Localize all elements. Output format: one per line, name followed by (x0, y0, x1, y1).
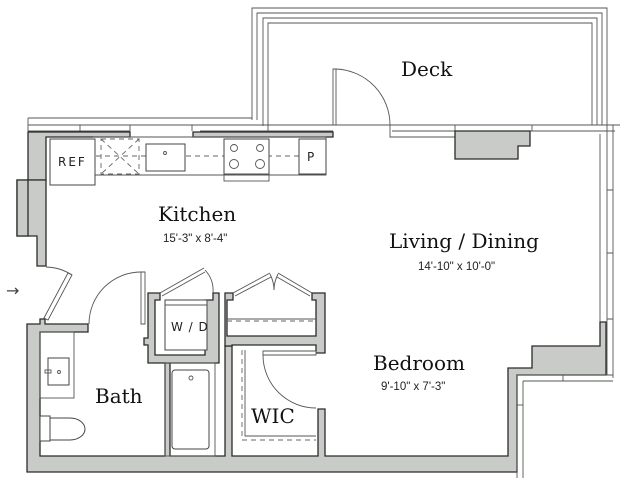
bath-vanity (39, 331, 75, 399)
deck-door[interactable] (332, 68, 455, 138)
entry-door[interactable] (43, 266, 73, 321)
room-label-living-dining: Living / Dining (389, 229, 539, 253)
stove (223, 138, 270, 182)
walls (16, 130, 607, 473)
closet-doors[interactable] (232, 272, 313, 297)
room-label-bedroom: Bedroom (373, 351, 465, 375)
room-label-bath: Bath (95, 384, 143, 408)
kitchen-sink (145, 143, 186, 172)
washer-dryer: W / D (164, 299, 209, 351)
closet-shelf (227, 318, 316, 322)
wd-closet-doors[interactable] (159, 267, 214, 297)
room-label-wic: WIC (251, 404, 295, 428)
dishwasher (100, 138, 140, 175)
bathtub (164, 362, 216, 457)
room-label-kitchen: Kitchen (158, 202, 236, 226)
right-windows (516, 125, 614, 478)
room-label-deck: Deck (401, 57, 453, 81)
toilet (39, 415, 86, 442)
room-dimensions-living-dining: 14'-10" x 10'-0" (418, 261, 495, 273)
wic-door[interactable] (262, 350, 317, 409)
entry-arrow-icon: → (6, 281, 19, 300)
deck-railing (27, 7, 620, 132)
pantry-label: P (307, 150, 316, 164)
bath-door[interactable] (88, 271, 146, 325)
kitchen-counter (93, 136, 327, 176)
room-dimensions-kitchen: 15'-3" x 8'-4" (163, 233, 227, 245)
refrigerator-label: REF (58, 155, 87, 169)
wic-shelf (241, 350, 316, 441)
room-dimensions-bedroom: 9'-10" x 7'-3" (381, 381, 445, 393)
washer-dryer-label: W / D (171, 320, 209, 334)
refrigerator: REF (49, 138, 96, 186)
pantry: P (298, 138, 327, 175)
